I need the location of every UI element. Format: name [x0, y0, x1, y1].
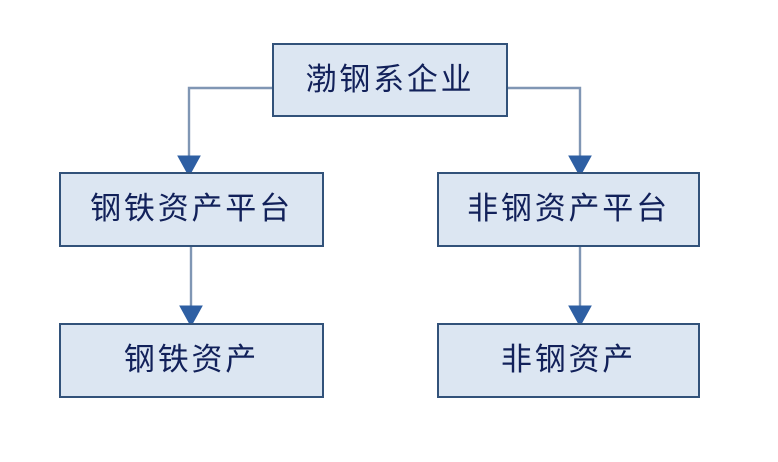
node-nonsteel-platform[interactable]: 非钢资产平台	[437, 172, 700, 247]
node-steel-assets[interactable]: 钢铁资产	[59, 323, 324, 398]
node-nonsteel-assets-label: 非钢资产	[500, 342, 637, 378]
edge-nonsteel-platform-to-nonsteel-assets	[568, 247, 592, 328]
edge-root-to-steel-platform	[177, 86, 272, 178]
node-steel-platform[interactable]: 钢铁资产平台	[59, 172, 324, 247]
edge-steel-platform-to-steel-assets	[179, 247, 203, 328]
node-root-label: 渤钢系企业	[305, 61, 475, 98]
edge-root-to-nonsteel-platform	[508, 86, 592, 178]
node-nonsteel-assets[interactable]: 非钢资产	[437, 323, 700, 398]
node-steel-assets-label: 钢铁资产	[123, 342, 260, 378]
node-steel-platform-label: 钢铁资产平台	[90, 191, 293, 227]
node-root[interactable]: 渤钢系企业	[272, 43, 508, 117]
node-nonsteel-platform-label: 非钢资产平台	[467, 191, 670, 227]
